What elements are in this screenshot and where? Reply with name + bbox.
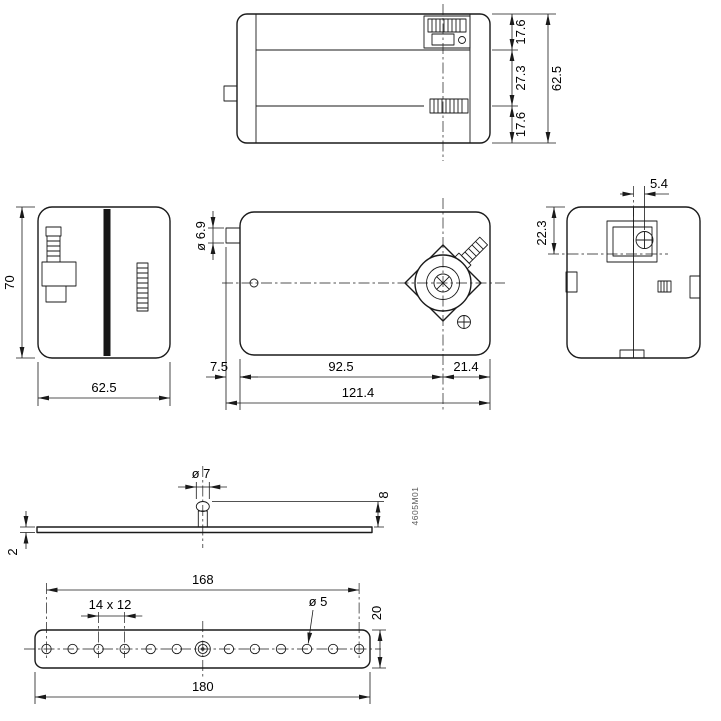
dim-hole-grid: 14 x 12 <box>89 597 132 612</box>
dim-front-center: 92.5 <box>328 359 353 374</box>
right-side-view <box>565 206 701 359</box>
drawing-code: 4605M01 <box>410 487 420 526</box>
dim-hole-span: 168 <box>192 572 214 587</box>
bracket-center-hole <box>194 641 211 657</box>
top-left-tab <box>223 85 238 102</box>
indicator-screw <box>457 315 471 329</box>
dim-bracket-width: 20 <box>369 606 384 620</box>
front-view <box>222 198 505 410</box>
top-view-dimensions: 17.6 27.3 17.6 62.5 <box>492 13 564 144</box>
dim-top-to-axis: 22.3 <box>534 220 549 245</box>
right-view-dimensions: 5.4 22.3 <box>534 176 669 255</box>
bracket-bar <box>36 526 373 534</box>
dim-hole-diameter: ø 5 <box>309 594 328 609</box>
front-view-dimensions: ø 6.9 7.5 92.5 21.4 121.4 <box>193 211 491 410</box>
dim-top-middle: 27.3 <box>513 65 528 90</box>
top-view <box>223 4 491 161</box>
bracket-top-view <box>24 621 381 677</box>
left-side-view <box>37 206 171 359</box>
dim-plate-thickness: 2 <box>5 548 20 555</box>
dim-top-total: 62.5 <box>549 66 564 91</box>
spindle-tab <box>225 227 241 244</box>
clamp-screw-block <box>606 220 658 263</box>
side-connector-detail <box>136 262 149 312</box>
dim-bracket-length: 180 <box>192 679 214 694</box>
dim-left-height: 70 <box>2 275 17 289</box>
dim-top-lower: 17.6 <box>513 112 528 137</box>
bracket-top-dimensions: 168 14 x 12 ø 5 20 180 <box>34 572 386 704</box>
dim-pin-diameter: ø 7 <box>192 466 211 481</box>
top-connector-detail <box>429 98 469 114</box>
dim-front-left: 7.5 <box>210 359 228 374</box>
dim-pin-height: 8 <box>376 491 391 498</box>
bracket-side-view <box>36 466 373 548</box>
dim-screw-offset: 5.4 <box>650 176 668 191</box>
dim-spindle-diameter: ø 6.9 <box>193 221 208 251</box>
dim-top-upper: 17.6 <box>513 19 528 44</box>
right-view-details <box>565 271 701 359</box>
left-view-dimensions: 70 62.5 <box>2 206 171 406</box>
anti-rotation-bracket-detail <box>41 226 77 303</box>
bracket-side-dimensions: ø 7 8 2 4605M01 <box>5 466 420 556</box>
dim-front-total: 121.4 <box>342 385 375 400</box>
dim-left-depth: 62.5 <box>91 380 116 395</box>
dim-front-right: 21.4 <box>453 359 478 374</box>
bracket-holes <box>41 643 365 655</box>
